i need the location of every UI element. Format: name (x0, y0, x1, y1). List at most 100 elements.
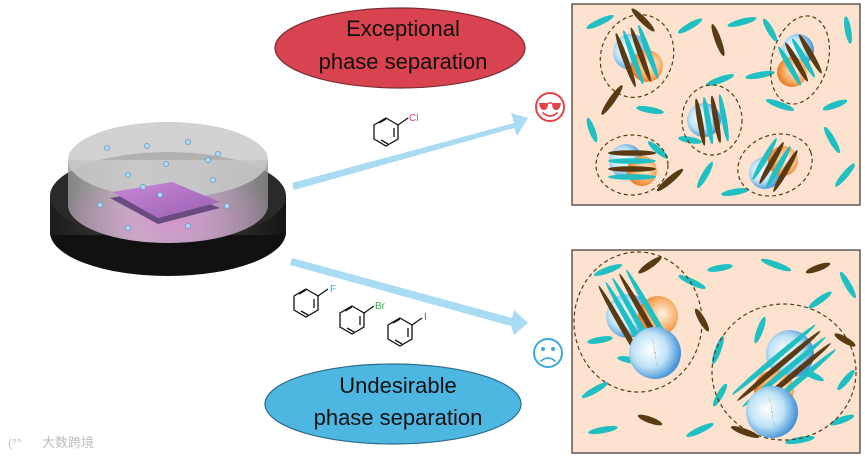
rod (608, 150, 656, 156)
glass-dome-top (68, 122, 268, 198)
rod (829, 414, 855, 426)
undesirable-ellipse (264, 363, 522, 445)
rod (769, 397, 771, 403)
phase-domain (769, 15, 831, 105)
top-panel-domains (595, 14, 831, 197)
rod (712, 383, 728, 407)
rod (678, 136, 702, 144)
domain-boundary (595, 134, 669, 196)
rod (581, 382, 609, 398)
rod (686, 423, 714, 437)
chlorobenzene-structure (373, 117, 409, 147)
domain-boundary (573, 251, 703, 393)
exceptional-label-line2: phase separation (319, 49, 488, 74)
rod (653, 346, 655, 352)
rod (652, 338, 654, 344)
rod (844, 16, 852, 44)
rod (608, 174, 656, 180)
rod (766, 146, 791, 188)
rod (760, 258, 792, 272)
watermark-text: 大数跨境 (42, 435, 94, 450)
bromobenzene-structure (339, 305, 375, 335)
phase-domain (681, 84, 743, 156)
phase-domain (595, 134, 669, 196)
rod (587, 336, 613, 344)
rod (631, 8, 655, 32)
rod (840, 271, 856, 299)
exceptional-label: Exceptional phase separation (274, 7, 526, 89)
rod (656, 362, 658, 368)
rod (822, 99, 848, 111)
watermark: (°° 大数跨境 (8, 435, 94, 450)
rod (705, 74, 735, 86)
frowning-face-icon (533, 338, 563, 368)
arrow-to-bottom-panel (290, 258, 528, 335)
rod (655, 354, 657, 360)
domain-boundary (737, 133, 813, 197)
domain-core (746, 386, 798, 438)
rod (694, 308, 710, 332)
rod (601, 85, 623, 115)
rod (721, 188, 749, 196)
rod (712, 335, 724, 365)
phase-domain (599, 14, 675, 98)
rod (837, 369, 855, 391)
top-morphology-panel (571, 3, 861, 206)
rod (772, 413, 774, 419)
rod (765, 99, 795, 111)
rod (638, 256, 662, 274)
phase-domain (746, 386, 798, 438)
watermark-logo: (°° (8, 436, 22, 450)
phase-domain (629, 327, 681, 379)
top-panel-free-rods (586, 8, 855, 196)
rod (623, 30, 644, 85)
rod (630, 27, 651, 82)
process-arrows (290, 113, 528, 335)
arrow-to-top-panel (292, 113, 528, 190)
rod (770, 405, 772, 411)
thin-film-substrate (112, 182, 220, 218)
undesirable-label-line1: Undesirable (339, 373, 456, 398)
fluorine-label: F (330, 284, 336, 295)
rod (727, 17, 757, 27)
rod (773, 150, 798, 192)
rod (773, 421, 775, 427)
chlorine-label: Cl (409, 113, 418, 124)
undesirable-label: Undesirable phase separation (264, 363, 522, 445)
exceptional-ellipse (274, 7, 526, 89)
rod (835, 163, 855, 187)
solvent-structures (293, 117, 423, 347)
domain-core (629, 327, 681, 379)
domain-boundary (599, 14, 675, 98)
rod (647, 141, 669, 159)
rod (697, 161, 713, 189)
rod (711, 23, 725, 57)
rod (586, 117, 598, 143)
rod (778, 46, 802, 86)
rod (730, 426, 760, 438)
rod (805, 262, 831, 274)
rod (752, 138, 777, 180)
bottom-morphology-panel (571, 249, 861, 454)
rod (593, 264, 623, 276)
rod (785, 435, 815, 445)
rod (834, 333, 856, 347)
rod (588, 425, 618, 435)
spin-coater-illustration (50, 122, 286, 276)
domain-boundary (681, 84, 743, 156)
rod (608, 166, 656, 172)
rod (798, 34, 822, 74)
domain-boundary (711, 303, 857, 441)
rod (637, 414, 663, 426)
phase-domain (737, 133, 813, 197)
rod (785, 42, 808, 82)
rod (615, 33, 636, 88)
rod (638, 24, 659, 79)
smiling-face-with-sunglasses-icon (535, 92, 565, 122)
bromine-label: Br (375, 301, 386, 312)
rod (586, 15, 614, 29)
undesirable-label-line2: phase separation (314, 405, 483, 430)
solvent-vapor-droplets (97, 139, 230, 231)
fluorobenzene-structure (293, 288, 329, 318)
